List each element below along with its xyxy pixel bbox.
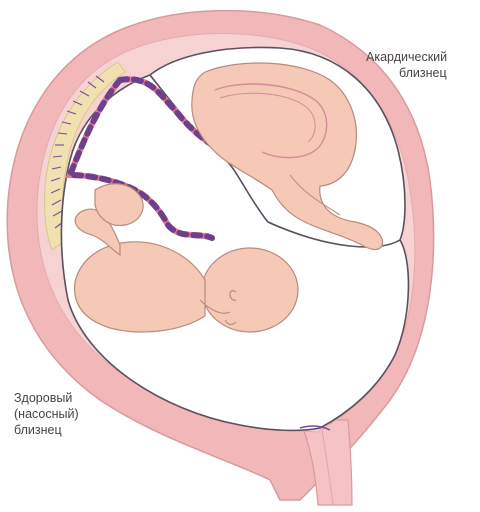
healthy-twin-label: Здоровый (насосный) близнец	[14, 390, 79, 438]
acardiac-twin-label-line2: близнец	[399, 66, 447, 80]
cervix	[299, 419, 353, 506]
acardiac-twin-label-line1: Акардический	[366, 50, 448, 64]
healthy-twin-label-line1: Здоровый	[14, 391, 73, 405]
cervix-line	[321, 429, 334, 506]
acardiac-twin-label: Акардический близнец	[366, 49, 447, 81]
healthy-twin	[73, 183, 299, 333]
placental-villi	[50, 75, 105, 229]
healthy-twin-label-line2: (насосный)	[14, 407, 79, 421]
acardiac-twin	[191, 62, 384, 251]
healthy-twin-label-line3: близнец	[14, 423, 62, 437]
cervix-vessel	[299, 425, 331, 431]
